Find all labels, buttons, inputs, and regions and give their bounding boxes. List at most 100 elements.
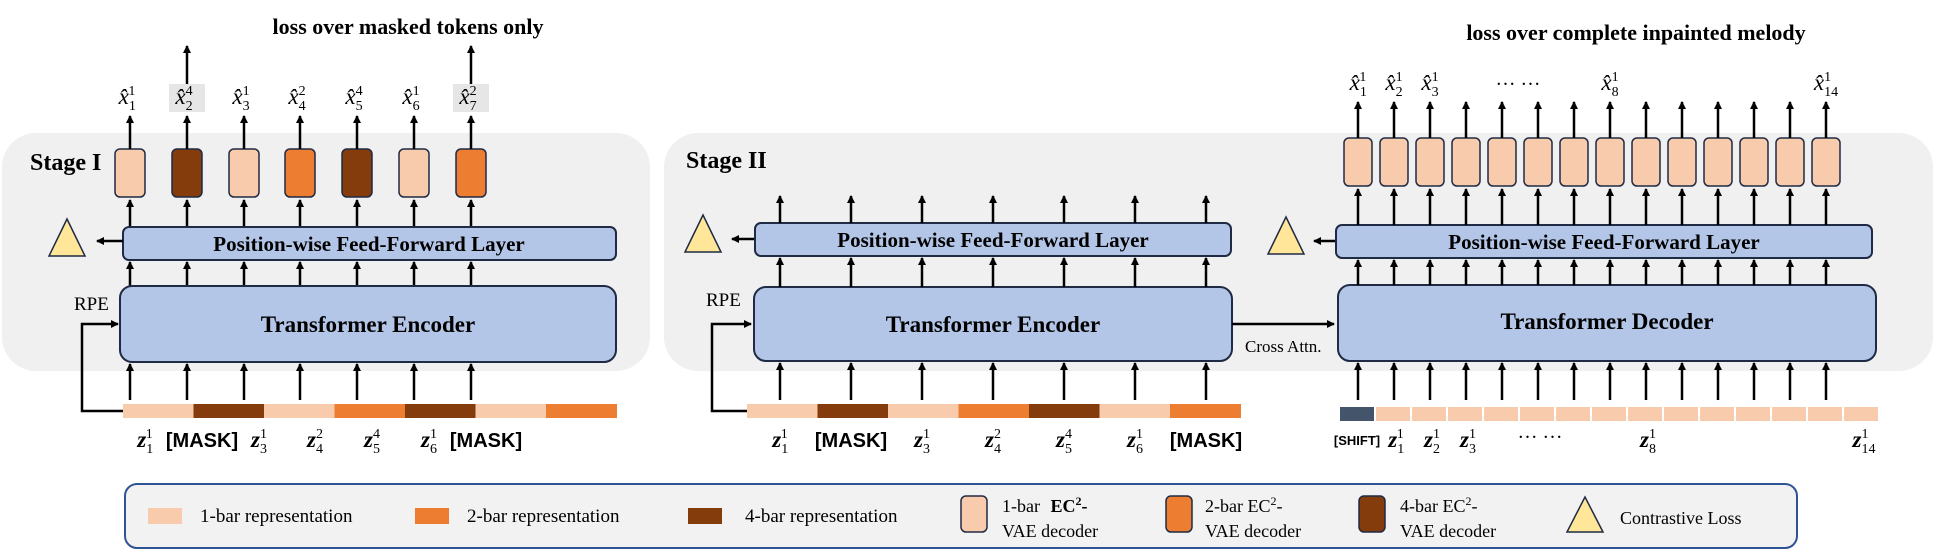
stage2-decoder-block [1775, 137, 1805, 187]
stage2-decoder-block [1595, 137, 1625, 187]
legend-swatch-2bar [415, 508, 449, 524]
stage1-input-label: [MASK] [166, 430, 238, 452]
stage1-input-label: [MASK] [450, 430, 522, 452]
stage2-decoder-block [1631, 137, 1661, 187]
stage2-dec-input-label: z21 [1423, 427, 1440, 457]
stage2-enc-input-label: [MASK] [1170, 430, 1242, 452]
stage2-enc-input-bar [747, 404, 1241, 418]
legend-decoder-4bar-icon [1358, 495, 1386, 533]
legend-decoder-1bar-label: 1-bar EC2- [1002, 494, 1088, 516]
stage1-decoder-block [341, 148, 373, 198]
legend-decoder-4bar-label-2: VAE decoder [1400, 521, 1496, 541]
stage2-input-dots: … … [1518, 421, 1563, 443]
stage1-output-label: x̂24 [174, 84, 192, 114]
stage2-shift-label: [SHIFT] [1334, 433, 1380, 448]
stage1-input-segment [546, 404, 617, 418]
stage2-dec-input-label: z31 [1459, 427, 1476, 457]
legend-decoder-1bar-label-2: VAE decoder [1002, 521, 1098, 541]
stage2-dec-input-label: z11 [1387, 427, 1404, 457]
stage2-enc-input-segment [747, 404, 818, 418]
stage2-decoder-block [1415, 137, 1445, 187]
stage2-dec-input-segment [1520, 407, 1554, 421]
stage2-decoder-block [1559, 137, 1589, 187]
stage1-decoder-row [114, 148, 487, 198]
stage2-decoder-block [1523, 137, 1553, 187]
stage2-dec-output-label: x̂31 [1420, 70, 1438, 100]
stage1-input-segment [334, 404, 406, 418]
stage2-output-dots: … … [1496, 68, 1541, 90]
stage2-ffl-dec-label: Position-wise Feed-Forward Layer [1448, 230, 1759, 254]
stage2-decoder-block [1343, 137, 1373, 187]
stage1-ffl-box [122, 226, 617, 261]
stage1-decoder-block [284, 148, 316, 198]
stage1-input-label: z42 [306, 427, 323, 457]
legend-decoder-2bar-label: 2-bar EC2- [1205, 494, 1282, 516]
stage1-input-bar [123, 404, 617, 418]
stage1-output-label: x̂42 [287, 84, 305, 114]
stage2-encoder-label: Transformer Encoder [886, 312, 1100, 337]
stage1-masked-output-highlight [169, 84, 205, 112]
stage1-decoder-block [398, 148, 430, 198]
stage2-dec-input-segment [1772, 407, 1806, 421]
stage2-decoder-block [1703, 137, 1733, 187]
stage2-decoder-block [1451, 137, 1481, 187]
stage2-enc-input-label: z31 [913, 427, 930, 457]
legend-rep4-label: 4-bar representation [745, 506, 898, 527]
stage2-decoder-block [1811, 137, 1841, 187]
legend-swatch-1bar [148, 508, 182, 524]
stage1-input-segment [475, 404, 547, 418]
stage1-input-segment [193, 404, 265, 418]
stage2-enc-input-label: z61 [1126, 427, 1143, 457]
stage1-output-label: x̂31 [231, 84, 249, 114]
stage2-dec-input-segment [1376, 407, 1410, 421]
stage2-enc-input-segment [1099, 404, 1171, 418]
stage1-decoder-block [114, 148, 146, 198]
stage2-dec-input-segment [1592, 407, 1626, 421]
legend-decoder-2bar-icon [1165, 495, 1193, 533]
stage1-encoder-label: Transformer Encoder [261, 312, 475, 337]
stage1-input-label: z11 [136, 427, 153, 457]
stage1-input-segment [405, 404, 476, 418]
stage2-dec-input-segment [1664, 407, 1698, 421]
stage2-dec-input-segment [1844, 407, 1878, 421]
stage2-ffl-dec-box [1335, 224, 1873, 259]
legend-contrastive-triangle [1565, 495, 1605, 533]
stage2-contrastive-triangle-right [1266, 215, 1306, 255]
stage2-dec-output-label: x̂11 [1349, 70, 1367, 100]
stage1-output-label: x̂61 [401, 84, 419, 114]
stage2-dec-input-segment [1448, 407, 1482, 421]
stage2-enc-input-label: [MASK] [815, 430, 887, 452]
stage2-rpe-loop [710, 320, 758, 413]
stage2-dec-output-label: x̂141 [1813, 70, 1838, 100]
stage2-enc-input-segment [1029, 404, 1100, 418]
stage1-input-label: z31 [250, 427, 267, 457]
stage2-decoder-block [1379, 137, 1409, 187]
stage2-dec-input-bar [1340, 407, 1878, 421]
stage2-enc-input-label: z11 [771, 427, 788, 457]
stage1-input-segment [264, 404, 335, 418]
legend-decoder-1bar-icon [960, 495, 988, 533]
stage2-enc-input-segment [888, 404, 959, 418]
stage2-decoder-block [1487, 137, 1517, 187]
stage2-decoder-box [1337, 284, 1877, 362]
legend-swatch-4bar [688, 508, 722, 524]
loss-title-complete: loss over complete inpainted melody [1466, 20, 1805, 45]
stage2-dec-input-segment [1412, 407, 1446, 421]
legend-contrastive-label: Contrastive Loss [1620, 508, 1742, 528]
stage1-contrastive-triangle [47, 217, 87, 257]
stage1-rpe-loop [80, 320, 123, 413]
stage2-dec-input-segment [1556, 407, 1590, 421]
stage1-masked-output-highlight [453, 84, 489, 112]
stage1-title: Stage I [30, 150, 101, 176]
stage2-dec-input-segment [1484, 407, 1518, 421]
stage2-dec-input-segment [1736, 407, 1770, 421]
stage1-input-label: z54 [363, 427, 380, 457]
stage2-enc-input-segment [958, 404, 1030, 418]
stage1-output-label: x̂11 [118, 84, 136, 114]
stage2-dec-input-segment [1628, 407, 1662, 421]
stage2-shift-segment [1340, 407, 1374, 421]
